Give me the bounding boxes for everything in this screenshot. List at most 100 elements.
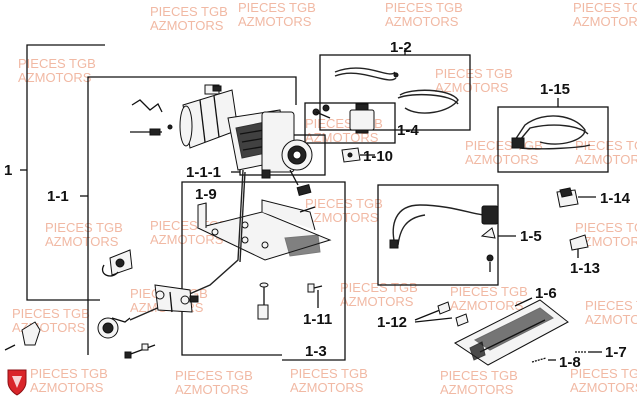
svg-text:AZMOTORS: AZMOTORS <box>465 152 539 167</box>
svg-text:PIECES TGB: PIECES TGB <box>290 366 368 381</box>
switch-1-14 <box>556 187 579 208</box>
svg-text:PIECES TGB: PIECES TGB <box>12 306 90 321</box>
relay-1-4 <box>312 103 375 134</box>
winch-motor <box>179 84 239 149</box>
svg-text:PIECES TGB: PIECES TGB <box>45 220 123 235</box>
harness-1-15 <box>511 115 591 150</box>
svg-text:PIECES TGB: PIECES TGB <box>340 280 418 295</box>
callout-1-1-1: 1-1-1 <box>186 164 221 181</box>
svg-text:PIECES TGB: PIECES TGB <box>570 366 637 381</box>
svg-text:AZMOTORS: AZMOTORS <box>340 294 414 309</box>
bracket-1 <box>26 44 105 301</box>
svg-text:AZMOTORS: AZMOTORS <box>385 14 459 29</box>
svg-text:PIECES TGB: PIECES TGB <box>150 4 228 19</box>
callout-1-12: 1-12 <box>377 314 407 331</box>
svg-text:AZMOTORS: AZMOTORS <box>440 382 514 397</box>
svg-text:AZMOTORS: AZMOTORS <box>573 14 637 29</box>
svg-text:PIECES TGB: PIECES TGB <box>575 138 637 153</box>
bracket-part-left <box>4 321 41 351</box>
callout-1-14: 1-14 <box>600 190 631 207</box>
svg-text:AZMOTORS: AZMOTORS <box>150 232 224 247</box>
winch-gearbox <box>261 111 313 186</box>
svg-text:PIECES TGB: PIECES TGB <box>385 0 463 15</box>
cable-hook-end <box>97 317 156 359</box>
bracket-1-3 <box>181 181 346 361</box>
callout-1-11: 1-11 <box>303 311 332 328</box>
clips-1-12 <box>437 301 469 327</box>
mounting-plate <box>196 199 332 261</box>
svg-text:PIECES TGB: PIECES TGB <box>440 368 518 383</box>
skid-plate-1-6 <box>454 299 569 366</box>
clip-1-13 <box>569 234 589 251</box>
callout-1-2: 1-2 <box>390 39 412 56</box>
bracket-1-10 <box>341 147 361 163</box>
svg-text:AZMOTORS: AZMOTORS <box>435 80 509 95</box>
svg-text:PIECES TGB: PIECES TGB <box>435 66 513 81</box>
svg-text:PIECES TGB: PIECES TGB <box>18 56 96 71</box>
svg-text:AZMOTORS: AZMOTORS <box>238 14 312 29</box>
callout-1-4: 1-4 <box>397 122 419 139</box>
box-1-15 <box>497 106 609 173</box>
callout-1-13: 1-13 <box>570 260 600 277</box>
svg-text:PIECES TGB: PIECES TGB <box>305 196 383 211</box>
svg-text:AZMOTORS: AZMOTORS <box>305 130 379 145</box>
callout-1-3: 1-3 <box>305 343 327 360</box>
bolt-part <box>296 183 316 213</box>
svg-text:PIECES TGB: PIECES TGB <box>30 366 108 381</box>
svg-text:AZMOTORS: AZMOTORS <box>575 152 637 167</box>
svg-text:AZMOTORS: AZMOTORS <box>18 70 92 85</box>
svg-text:PIECES TGB: PIECES TGB <box>238 0 316 15</box>
svg-text:AZMOTORS: AZMOTORS <box>30 380 104 395</box>
svg-text:AZMOTORS: AZMOTORS <box>305 210 379 225</box>
clip-part <box>130 99 173 136</box>
leader-1-6 <box>514 297 533 307</box>
svg-text:AZMOTORS: AZMOTORS <box>175 382 249 397</box>
svg-text:AZMOTORS: AZMOTORS <box>585 312 637 327</box>
box-1-5 <box>377 184 499 286</box>
callout-1-1: 1-1 <box>47 188 69 205</box>
leader-1-12b <box>414 317 453 323</box>
bolt-1-11 <box>307 283 323 293</box>
callout-1-7: 1-7 <box>605 344 627 361</box>
callout-1-5: 1-5 <box>520 228 542 245</box>
group-brackets <box>20 44 609 361</box>
svg-text:PIECES TGB: PIECES TGB <box>450 284 528 299</box>
svg-text:AZMOTORS: AZMOTORS <box>450 298 524 313</box>
callout-labels: 1 1-1 1-1-1 1-2 1-3 1-4 1-5 1-6 1-7 1-8 … <box>4 39 631 371</box>
control-switch-1-5 <box>389 204 499 272</box>
pin-part <box>257 282 269 320</box>
callout-1-9: 1-9 <box>195 186 217 203</box>
bracket-1-1 <box>87 76 297 355</box>
winch-hook <box>101 249 133 277</box>
svg-text:AZMOTORS: AZMOTORS <box>570 380 637 395</box>
callout-1-10: 1-10 <box>363 148 393 165</box>
wiring-harness-1-2 <box>334 67 459 114</box>
svg-text:AZMOTORS: AZMOTORS <box>575 234 637 249</box>
svg-text:PIECES TGB: PIECES TGB <box>575 220 637 235</box>
bolt-1-8 <box>531 357 547 363</box>
leader-1-12a <box>414 309 441 321</box>
callout-1-6: 1-6 <box>535 285 557 302</box>
callout-1-8: 1-8 <box>559 354 581 371</box>
svg-text:AZMOTORS: AZMOTORS <box>45 234 119 249</box>
